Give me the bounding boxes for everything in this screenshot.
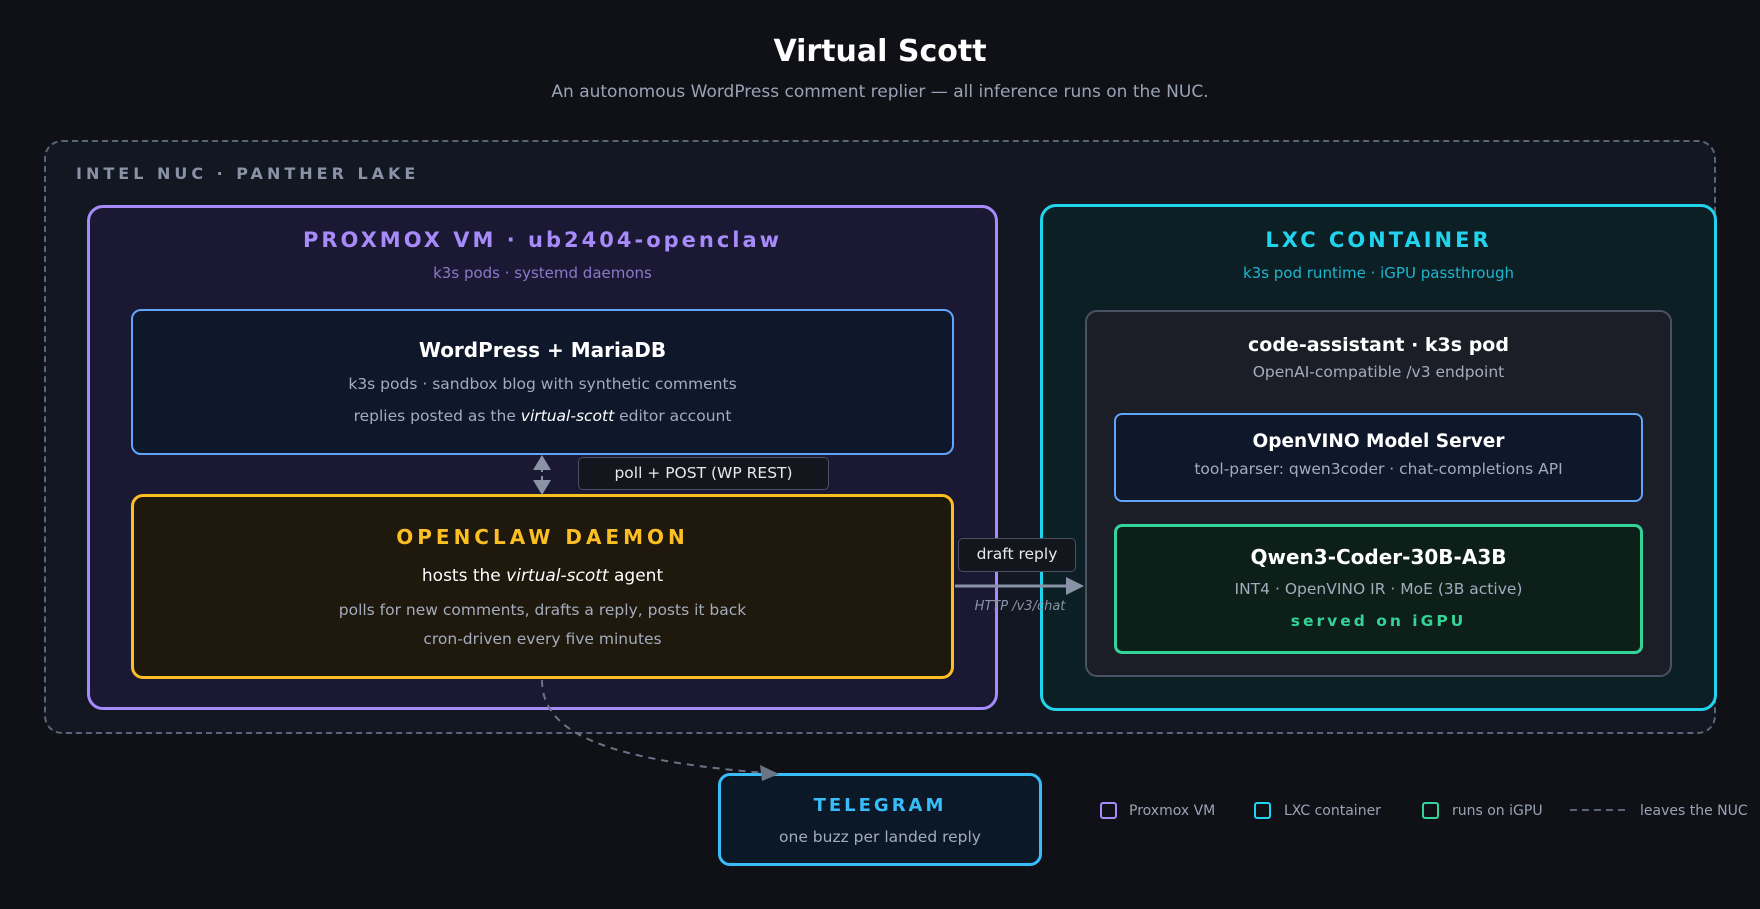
openclaw-title: OPENCLAW DAEMON	[396, 525, 689, 549]
model-subtitle: INT4 · OpenVINO IR · MoE (3B active)	[1234, 580, 1523, 598]
legend-label-proxmox: Proxmox VM	[1129, 803, 1216, 819]
poll-post-edge-label: poll + POST (WP REST)	[578, 457, 829, 490]
openclaw-line1-pre: hosts the	[421, 566, 501, 586]
legend-swatch-igpu	[1422, 802, 1439, 819]
nuc-label: INTEL NUC · PANTHER LAKE	[76, 164, 420, 183]
draft-reply-arrowhead	[1066, 577, 1084, 595]
telegram-box	[718, 773, 1042, 866]
telegram-connector	[541, 679, 766, 774]
openclaw-line1: hosts the virtual-scott agent	[131, 566, 954, 586]
poll-arrowhead-down	[533, 480, 551, 495]
lxc-title: LXC CONTAINER	[1265, 228, 1492, 252]
wordpress-line1: k3s pods · sandbox blog with synthetic c…	[348, 375, 737, 393]
model-box	[1114, 524, 1643, 654]
wordpress-line2-account: virtual-scott	[520, 407, 615, 425]
page-subtitle: An autonomous WordPress comment replier …	[551, 82, 1209, 102]
http-endpoint-label: HTTP /v3/chat	[974, 599, 1066, 614]
legend-swatch-lxc	[1254, 802, 1271, 819]
openclaw-line2: polls for new comments, drafts a reply, …	[338, 601, 747, 619]
openclaw-line1-agent: virtual-scott	[506, 566, 609, 586]
wordpress-title: WordPress + MariaDB	[418, 338, 667, 362]
wordpress-line2-pre: replies posted as the	[353, 407, 516, 425]
pod-title: code-assistant · k3s pod	[1248, 334, 1509, 356]
proxmox-vm-title: PROXMOX VM · ub2404-openclaw	[302, 228, 783, 252]
openclaw-line3: cron-driven every five minutes	[423, 630, 662, 648]
page-title: Virtual Scott	[773, 34, 987, 69]
lxc-subtitle: k3s pod runtime · iGPU passthrough	[1242, 264, 1515, 282]
ovms-box	[1114, 413, 1643, 502]
proxmox-vm-subtitle: k3s pods · systemd daemons	[433, 264, 652, 282]
legend-swatch-proxmox	[1100, 802, 1117, 819]
telegram-title: TELEGRAM	[813, 795, 947, 816]
legend-label-lxc: LXC container	[1284, 803, 1381, 819]
legend-label-leaves-nuc: leaves the NUC	[1640, 803, 1748, 819]
wordpress-line2-post: editor account	[619, 407, 732, 425]
openclaw-line1-post: agent	[614, 566, 664, 586]
pod-subtitle: OpenAI-compatible /v3 endpoint	[1252, 363, 1505, 381]
legend-label-igpu: runs on iGPU	[1452, 803, 1543, 819]
draft-reply-label: draft reply	[958, 538, 1076, 572]
model-igpu-badge: served on iGPU	[1290, 612, 1467, 630]
openclaw-daemon-box	[131, 494, 954, 679]
model-title: Qwen3-Coder-30B-A3B	[1250, 545, 1507, 569]
wordpress-line2: replies posted as the virtual-scott edit…	[131, 407, 954, 425]
telegram-arrowhead	[760, 765, 779, 781]
ovms-title: OpenVINO Model Server	[1252, 431, 1505, 452]
poll-arrowhead-up	[533, 455, 551, 470]
ovms-subtitle: tool-parser: qwen3coder · chat-completio…	[1194, 460, 1563, 478]
wordpress-box	[131, 309, 954, 455]
telegram-subtitle: one buzz per landed reply	[779, 828, 981, 846]
